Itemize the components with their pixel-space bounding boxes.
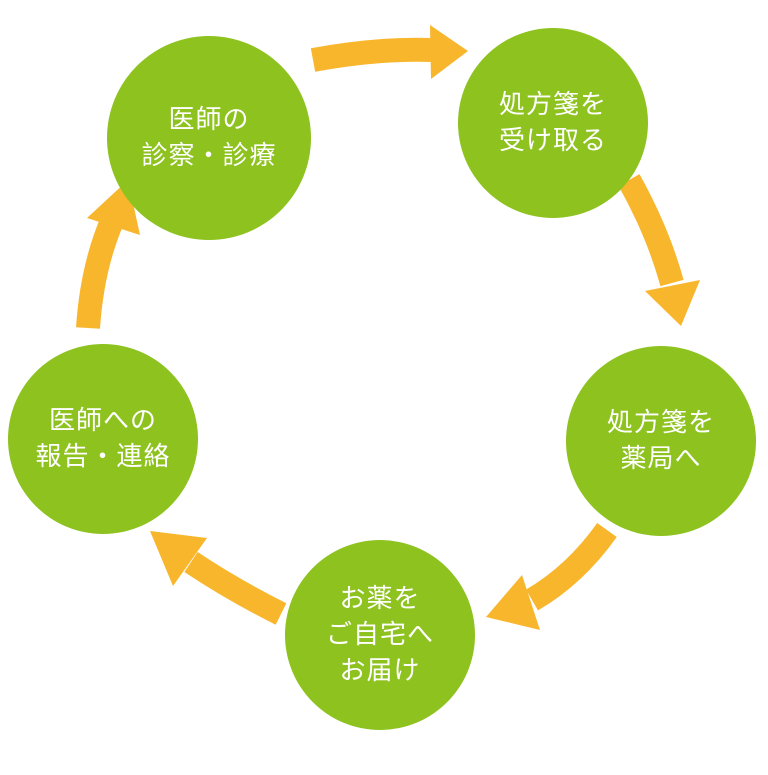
step-label-line: 医師の <box>168 105 250 135</box>
step-home-delivery: お薬を ご自宅へ お届け <box>285 540 475 730</box>
arrow-step2-to-step3 <box>618 174 700 326</box>
step-receive-prescription: 処方箋を 受け取る <box>458 28 648 218</box>
step-label-line: 処方箋を <box>606 408 715 438</box>
step-label-line: お届け <box>339 656 421 686</box>
arrow-step1-to-step2 <box>310 25 468 79</box>
step-prescription-to-pharmacy: 処方箋を 薬局へ <box>566 346 756 536</box>
step-label-line: 医師への <box>48 406 157 436</box>
step-doctor-consultation: 医師の 診察・診療 <box>107 36 311 240</box>
step-label-line: 報告・連絡 <box>35 442 171 472</box>
arrow-step3-to-step4 <box>486 522 617 630</box>
step-label-line: お薬を <box>339 584 421 614</box>
step-label-line: ご自宅へ <box>325 620 434 650</box>
step-report-to-doctor: 医師への 報告・連絡 <box>8 344 198 534</box>
step-label-line: 診察・診療 <box>141 141 277 171</box>
arrow-step4-to-step5 <box>150 531 287 625</box>
step-label-line: 処方箋を <box>498 90 607 120</box>
step-label-line: 薬局へ <box>620 444 702 474</box>
step-label-line: 受け取る <box>498 126 607 156</box>
